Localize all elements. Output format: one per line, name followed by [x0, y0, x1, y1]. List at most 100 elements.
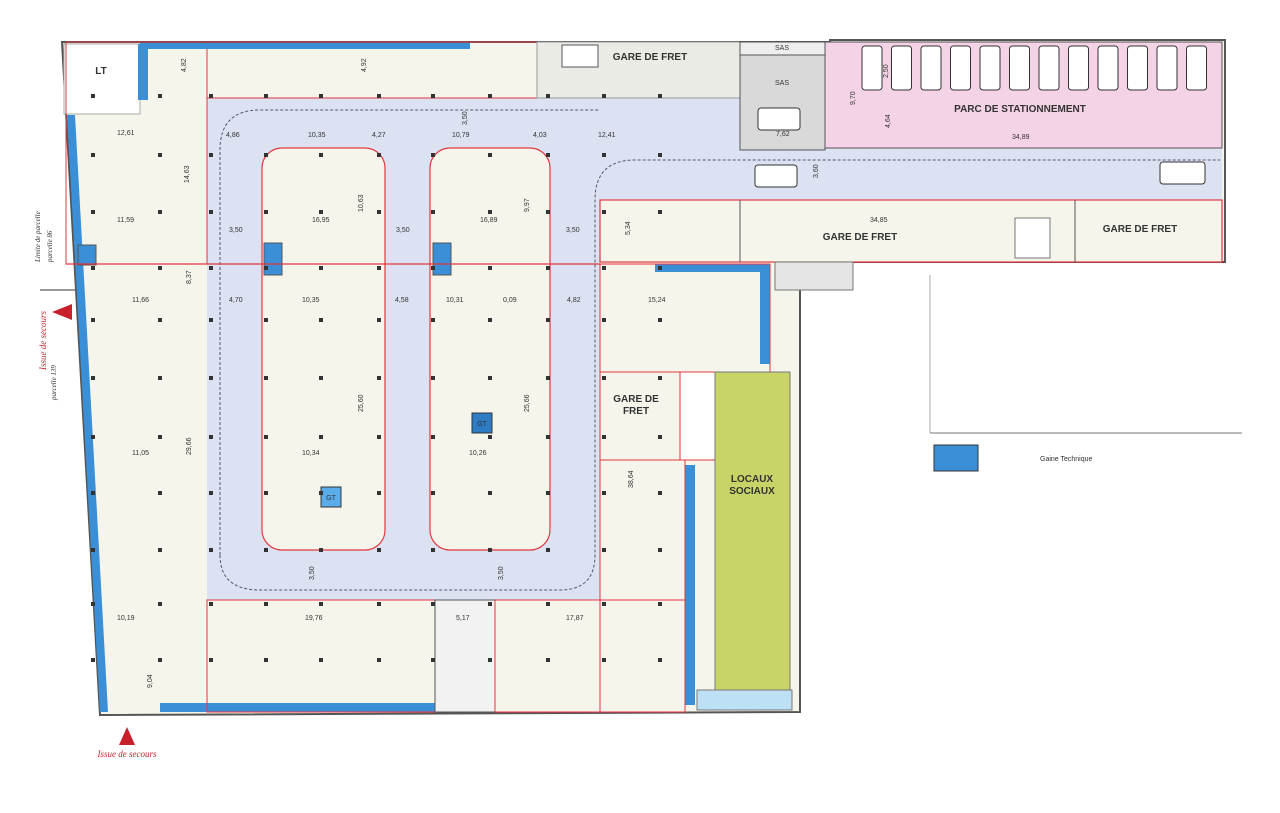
- structural-column: [377, 376, 381, 380]
- dim: 3,50: [229, 227, 243, 234]
- dim: 3,50: [396, 227, 410, 234]
- car-lane: [754, 164, 798, 188]
- structural-column: [264, 153, 268, 157]
- structural-column: [377, 548, 381, 552]
- dim: 34,89: [1012, 134, 1030, 141]
- structural-column: [658, 210, 662, 214]
- structural-column: [658, 376, 662, 380]
- dim: 10,19: [117, 615, 135, 622]
- structural-column: [158, 658, 162, 662]
- structural-column: [377, 658, 381, 662]
- label-gare-fret-small-2: FRET: [623, 406, 649, 417]
- structural-column: [602, 94, 606, 98]
- structural-column: [546, 318, 550, 322]
- label-sas-top: SAS: [775, 45, 789, 52]
- structural-column: [602, 376, 606, 380]
- structural-column: [546, 266, 550, 270]
- structural-column: [158, 548, 162, 552]
- stair-mid: [1014, 217, 1051, 259]
- exit-arrow-icon-left: [52, 304, 72, 320]
- structural-column: [319, 153, 323, 157]
- structural-column: [91, 153, 95, 157]
- dim: 25,66: [524, 394, 531, 412]
- structural-column: [658, 153, 662, 157]
- dim: 4,70: [229, 297, 243, 304]
- structural-column: [658, 602, 662, 606]
- structural-column: [488, 376, 492, 380]
- gt-box-1: [320, 486, 342, 508]
- label-gare-fret-right: GARE DE FRET: [1103, 224, 1177, 235]
- structural-column: [431, 435, 435, 439]
- structural-column: [319, 491, 323, 495]
- structural-column: [431, 318, 435, 322]
- dim: 10,31: [446, 297, 464, 304]
- gaine-right-v: [760, 264, 770, 364]
- parking-space-car: [1156, 45, 1178, 91]
- gaine-locaux: [685, 465, 695, 705]
- structural-column: [602, 602, 606, 606]
- parking-space-car: [1097, 45, 1119, 91]
- structural-column: [377, 318, 381, 322]
- dim: 3,60: [813, 164, 820, 178]
- ramp-lane-outer: [219, 109, 1220, 591]
- stairs-small: [679, 371, 716, 461]
- dim: 38,64: [628, 470, 635, 488]
- structural-column: [602, 318, 606, 322]
- structural-column: [658, 548, 662, 552]
- structural-column: [209, 318, 213, 322]
- dim: 3,50: [462, 111, 469, 125]
- dim: 17,87: [566, 615, 584, 622]
- structural-column: [158, 491, 162, 495]
- structural-column: [431, 658, 435, 662]
- structural-column: [209, 266, 213, 270]
- dimension-labels: 4,82 4,92 12,61 14,63 11,59 4,86 10,35 4…: [117, 58, 1030, 688]
- dim: 9,70: [850, 91, 857, 105]
- structural-column: [91, 435, 95, 439]
- structural-column: [158, 210, 162, 214]
- label-lt: LT: [95, 66, 106, 77]
- structural-column: [319, 376, 323, 380]
- dim: 3,50: [498, 566, 505, 580]
- structural-column: [658, 491, 662, 495]
- label-locaux-1: LOCAUX: [731, 474, 774, 485]
- structural-column: [431, 210, 435, 214]
- parking-spaces: [861, 45, 1207, 91]
- structural-column: [91, 491, 95, 495]
- label-gare-fret-top: GARE DE FRET: [613, 52, 687, 63]
- structural-column: [264, 210, 268, 214]
- car-sas: [757, 107, 801, 131]
- structural-column: [488, 153, 492, 157]
- structural-column: [209, 376, 213, 380]
- structural-column: [546, 210, 550, 214]
- structural-column: [319, 435, 323, 439]
- structural-column: [158, 602, 162, 606]
- dim: 14,63: [184, 165, 191, 183]
- dim: 4,92: [361, 58, 368, 72]
- island-left: [261, 147, 386, 551]
- structural-column: [91, 376, 95, 380]
- dim: 4,27: [372, 132, 386, 139]
- structural-column: [546, 491, 550, 495]
- car-right: [1159, 161, 1206, 185]
- structural-column: [602, 491, 606, 495]
- island-right: [429, 147, 551, 551]
- parking-space-car: [861, 45, 883, 91]
- structural-column: [488, 491, 492, 495]
- dim: 12,61: [117, 130, 135, 137]
- gaine-lt: [138, 44, 148, 100]
- parking-space-car: [950, 45, 971, 91]
- dim: 11,59: [117, 217, 134, 224]
- structural-column: [91, 658, 95, 662]
- structural-column: [158, 266, 162, 270]
- structural-column: [377, 602, 381, 606]
- structural-column: [91, 318, 95, 322]
- stair-5-17: [434, 599, 496, 713]
- structural-column: [264, 435, 268, 439]
- structural-column: [264, 318, 268, 322]
- gaine-1: [263, 242, 283, 276]
- structural-column: [319, 94, 323, 98]
- structural-column: [431, 602, 435, 606]
- structural-column: [377, 266, 381, 270]
- structural-column: [209, 602, 213, 606]
